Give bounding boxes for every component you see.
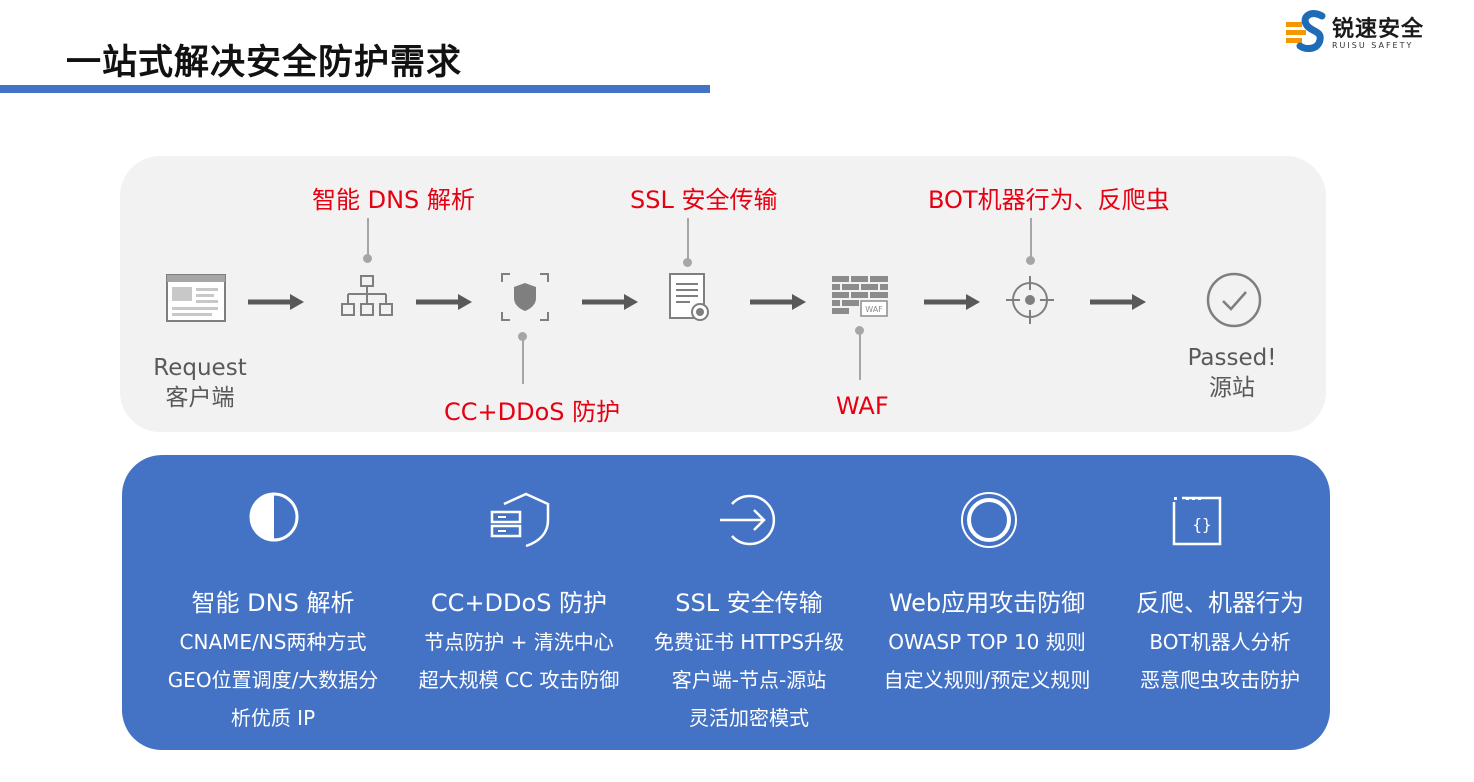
feature-line: OWASP TOP 10 规则 (888, 630, 1086, 654)
feature-dns: 智能 DNS 解析 CNAME/NS两种方式 GEO位置调度/大数据分 析优质 … (143, 585, 403, 737)
flow-arrow-icon (924, 294, 980, 310)
top-label-bot: BOT机器行为、反爬虫 (928, 186, 1170, 214)
feature-line: GEO位置调度/大数据分 (167, 668, 379, 692)
check-circle-icon (1206, 272, 1262, 328)
connector-stem (522, 336, 524, 384)
feature-title: 智能 DNS 解析 (191, 589, 355, 617)
top-label-dns: 智能 DNS 解析 (312, 186, 475, 214)
feature-title: Web应用攻击防御 (888, 589, 1086, 617)
flow-arrow-icon (416, 294, 472, 310)
flow-arrow-icon (1090, 294, 1146, 310)
start-label-line1: Request (153, 355, 247, 381)
logo-subtitle: RUISU SAFETY (1332, 41, 1414, 50)
feature-line: 析优质 IP (230, 706, 316, 730)
features-panel (122, 455, 1330, 750)
connector-stem (367, 218, 369, 256)
logo-name: 锐速安全 (1332, 17, 1425, 42)
svg-text:{}: {} (1192, 515, 1211, 534)
bottom-label-ddos: CC+DDoS 防护 (444, 398, 621, 426)
connector-dot (683, 258, 692, 267)
feature-title: 反爬、机器行为 (1136, 589, 1304, 617)
page-title: 一站式解决安全防护需求 (66, 43, 463, 83)
end-label-line2: 源站 (1209, 375, 1255, 401)
start-label: Request 客户端 (140, 353, 260, 413)
feature-waf: Web应用攻击防御 OWASP TOP 10 规则 自定义规则/预定义规则 (857, 585, 1117, 699)
feature-title: CC+DDoS 防护 (430, 589, 608, 617)
bottom-label-waf: WAF (836, 392, 889, 420)
flow-panel (120, 156, 1326, 432)
feature-ssl: SSL 安全传输 免费证书 HTTPS升级 客户端-节点-源站 灵活加密模式 (619, 585, 879, 737)
firewall-icon: WAF (832, 276, 888, 317)
connector-dot (363, 254, 372, 263)
connector-dot (1026, 256, 1035, 265)
waf-icon-text: WAF (865, 305, 883, 314)
feature-line: 客户端-节点-源站 (671, 668, 827, 692)
network-tree-icon (341, 275, 393, 316)
end-label: Passed! 源站 (1172, 343, 1292, 403)
title-underline (0, 85, 710, 93)
feature-line: CNAME/NS两种方式 (179, 630, 367, 654)
feature-line: BOT机器人分析 (1149, 630, 1291, 654)
server-shield-icon (490, 492, 550, 548)
certificate-icon (669, 273, 709, 321)
feature-line: 免费证书 HTTPS升级 (653, 630, 845, 654)
crosshair-icon (1006, 276, 1054, 324)
ring-icon (961, 492, 1017, 548)
feature-line: 恶意爬虫攻击防护 (1140, 668, 1300, 692)
feature-line: 节点防护 + 清洗中心 (424, 630, 614, 654)
connector-stem (859, 330, 861, 380)
end-label-line1: Passed! (1187, 345, 1277, 371)
shield-icon (501, 273, 549, 321)
logo-mark-icon (1286, 10, 1326, 52)
start-label-line2: 客户端 (165, 385, 235, 411)
half-circle-icon (249, 492, 299, 542)
flow-arrow-icon (582, 294, 638, 310)
feature-line: 超大规模 CC 攻击防御 (418, 668, 620, 692)
connector-stem (687, 218, 689, 260)
browser-icon (166, 274, 226, 322)
feature-line: 自定义规则/预定义规则 (883, 668, 1091, 692)
flow-arrow-icon (248, 294, 304, 310)
code-window-icon: {} (1172, 496, 1222, 546)
feature-bot: 反爬、机器行为 BOT机器人分析 恶意爬虫攻击防护 (1090, 585, 1350, 699)
feature-title: SSL 安全传输 (675, 589, 823, 617)
arrow-circle-icon (720, 494, 776, 546)
top-label-ssl: SSL 安全传输 (630, 186, 778, 214)
connector-stem (1030, 218, 1032, 258)
feature-line: 灵活加密模式 (689, 706, 809, 730)
feature-ddos: CC+DDoS 防护 节点防护 + 清洗中心 超大规模 CC 攻击防御 (389, 585, 649, 699)
brand-logo: 锐速安全 RUISU SAFETY (1286, 8, 1456, 60)
flow-arrow-icon (750, 294, 806, 310)
